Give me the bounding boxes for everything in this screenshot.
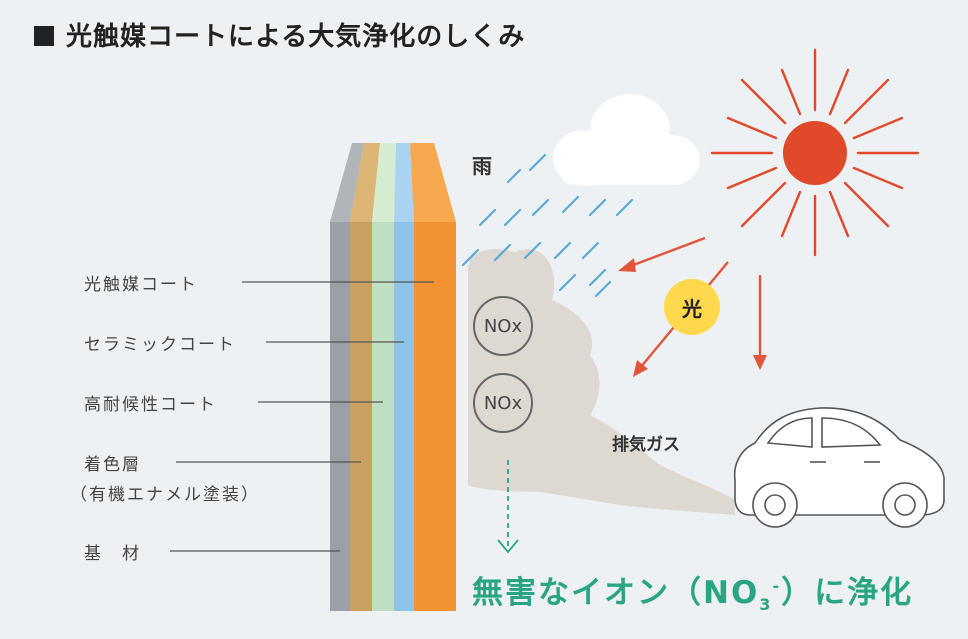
result-suffix: ）に浄化 xyxy=(781,575,914,611)
layer-gray-top xyxy=(330,143,364,222)
cloud-icon xyxy=(553,94,700,186)
layer-orange-top xyxy=(410,143,456,222)
sun-icon xyxy=(710,48,920,257)
label-exhaust-gas: 排気ガス xyxy=(612,435,680,455)
layer-ceramic xyxy=(394,222,414,611)
layer-green-top xyxy=(372,143,396,222)
exhaust-smoke xyxy=(468,249,735,516)
purification-arrow xyxy=(497,460,519,554)
label-weather-resistant-coat: 高耐候性コート xyxy=(84,395,217,415)
nox-label: NOx xyxy=(483,315,523,337)
nox-bubble: NOx xyxy=(473,296,533,356)
label-photocatalyst-coat: 光触媒コート xyxy=(84,275,198,295)
label-colored-layer-note: （有機エナメル塗装） xyxy=(70,485,260,505)
result-text: 無害なイオン（NO3-）に浄化 xyxy=(472,567,913,614)
layer-photocatalyst xyxy=(414,222,456,611)
label-rain: 雨 xyxy=(472,154,492,178)
title-text: 光触媒コートによる大気浄化のしくみ xyxy=(66,22,526,52)
rain-icon xyxy=(461,153,634,298)
car-icon xyxy=(733,407,945,528)
result-prefix: 無害なイオン（NO xyxy=(472,575,760,611)
page-title: 光触媒コートによる大気浄化のしくみ xyxy=(34,16,525,53)
result-subscript: 3 xyxy=(759,595,773,615)
nox-label: NOx xyxy=(483,392,523,414)
label-base-material: 基 材 xyxy=(84,544,141,564)
layer-weather-resistant xyxy=(372,222,394,611)
layer-colored xyxy=(350,222,372,611)
label-colored-layer: 着色層 xyxy=(84,455,141,475)
label-light: 光 xyxy=(682,296,702,321)
layer-blue-top xyxy=(394,143,414,222)
label-ceramic-coat: セラミックコート xyxy=(84,335,236,355)
label-leaders xyxy=(170,281,434,552)
light-badge: 光 xyxy=(664,279,720,335)
layer-tan-top xyxy=(350,143,380,222)
square-bullet-icon xyxy=(34,26,54,46)
nox-bubble: NOx xyxy=(473,373,533,433)
result-superscript: - xyxy=(772,576,782,596)
layer-base xyxy=(330,222,350,611)
